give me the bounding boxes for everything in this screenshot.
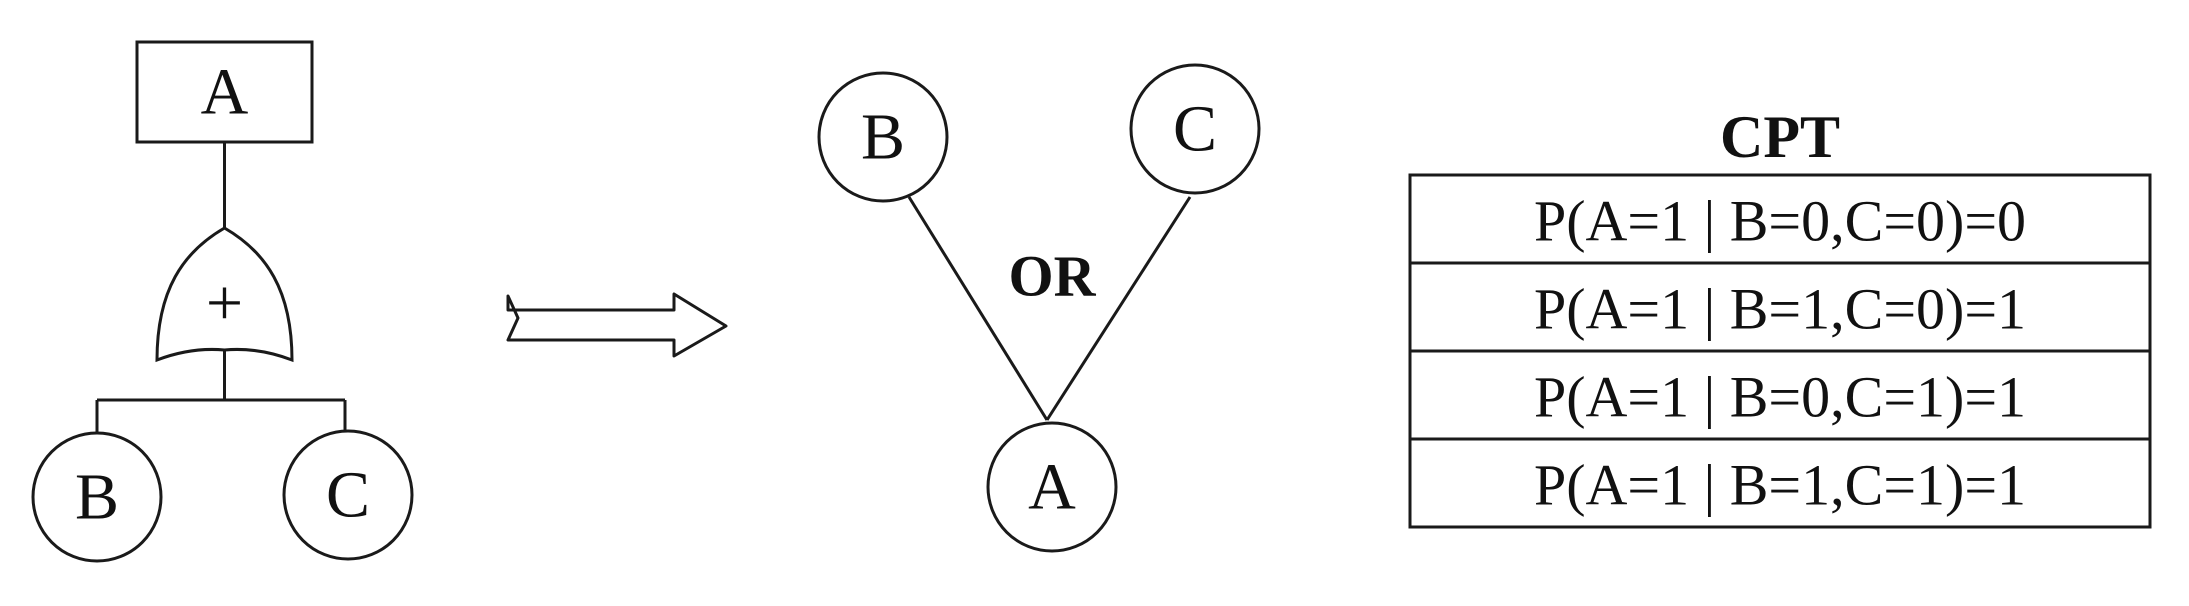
cpt-row-1: P(A=1 | B=0,C=0)=0 [1534, 189, 2026, 254]
cpt-title: CPT [1720, 104, 1840, 170]
bayes-node-c-label: C [1173, 93, 1217, 166]
bayes-edge-b-to-a [907, 196, 1049, 421]
cpt-row-3: P(A=1 | B=0,C=1)=1 [1534, 365, 2026, 430]
double-arrow-icon [506, 292, 728, 358]
bayes-node-a-label: A [1028, 451, 1076, 524]
cpt-row-2: P(A=1 | B=1,C=0)=1 [1534, 277, 2026, 342]
fault-tree-top-event-box [135, 40, 314, 144]
bayes-node-c [1129, 63, 1261, 195]
fault-tree-node-b [31, 431, 163, 563]
bayes-node-a [986, 421, 1118, 553]
fault-tree-node-c-label: C [326, 459, 370, 532]
fault-tree-top-event-label: A [201, 56, 249, 129]
bayes-relation-label: OR [1009, 244, 1097, 309]
cpt-table: CPT P(A=1 | B=0,C=0)=0 P(A=1 | B=1,C=0)=… [1408, 104, 2152, 529]
fault-tree-node-c [282, 429, 414, 561]
bayes-net: OR B C A [817, 63, 1261, 553]
or-gate-label: + [206, 267, 243, 340]
bayes-node-b [817, 71, 949, 203]
fault-tree: A + B C [31, 40, 414, 563]
fault-tree-node-b-label: B [75, 461, 119, 534]
bayes-edge-c-to-a [1045, 196, 1192, 421]
bayes-node-b-label: B [861, 101, 905, 174]
cpt-row-4: P(A=1 | B=1,C=1)=1 [1534, 453, 2026, 518]
